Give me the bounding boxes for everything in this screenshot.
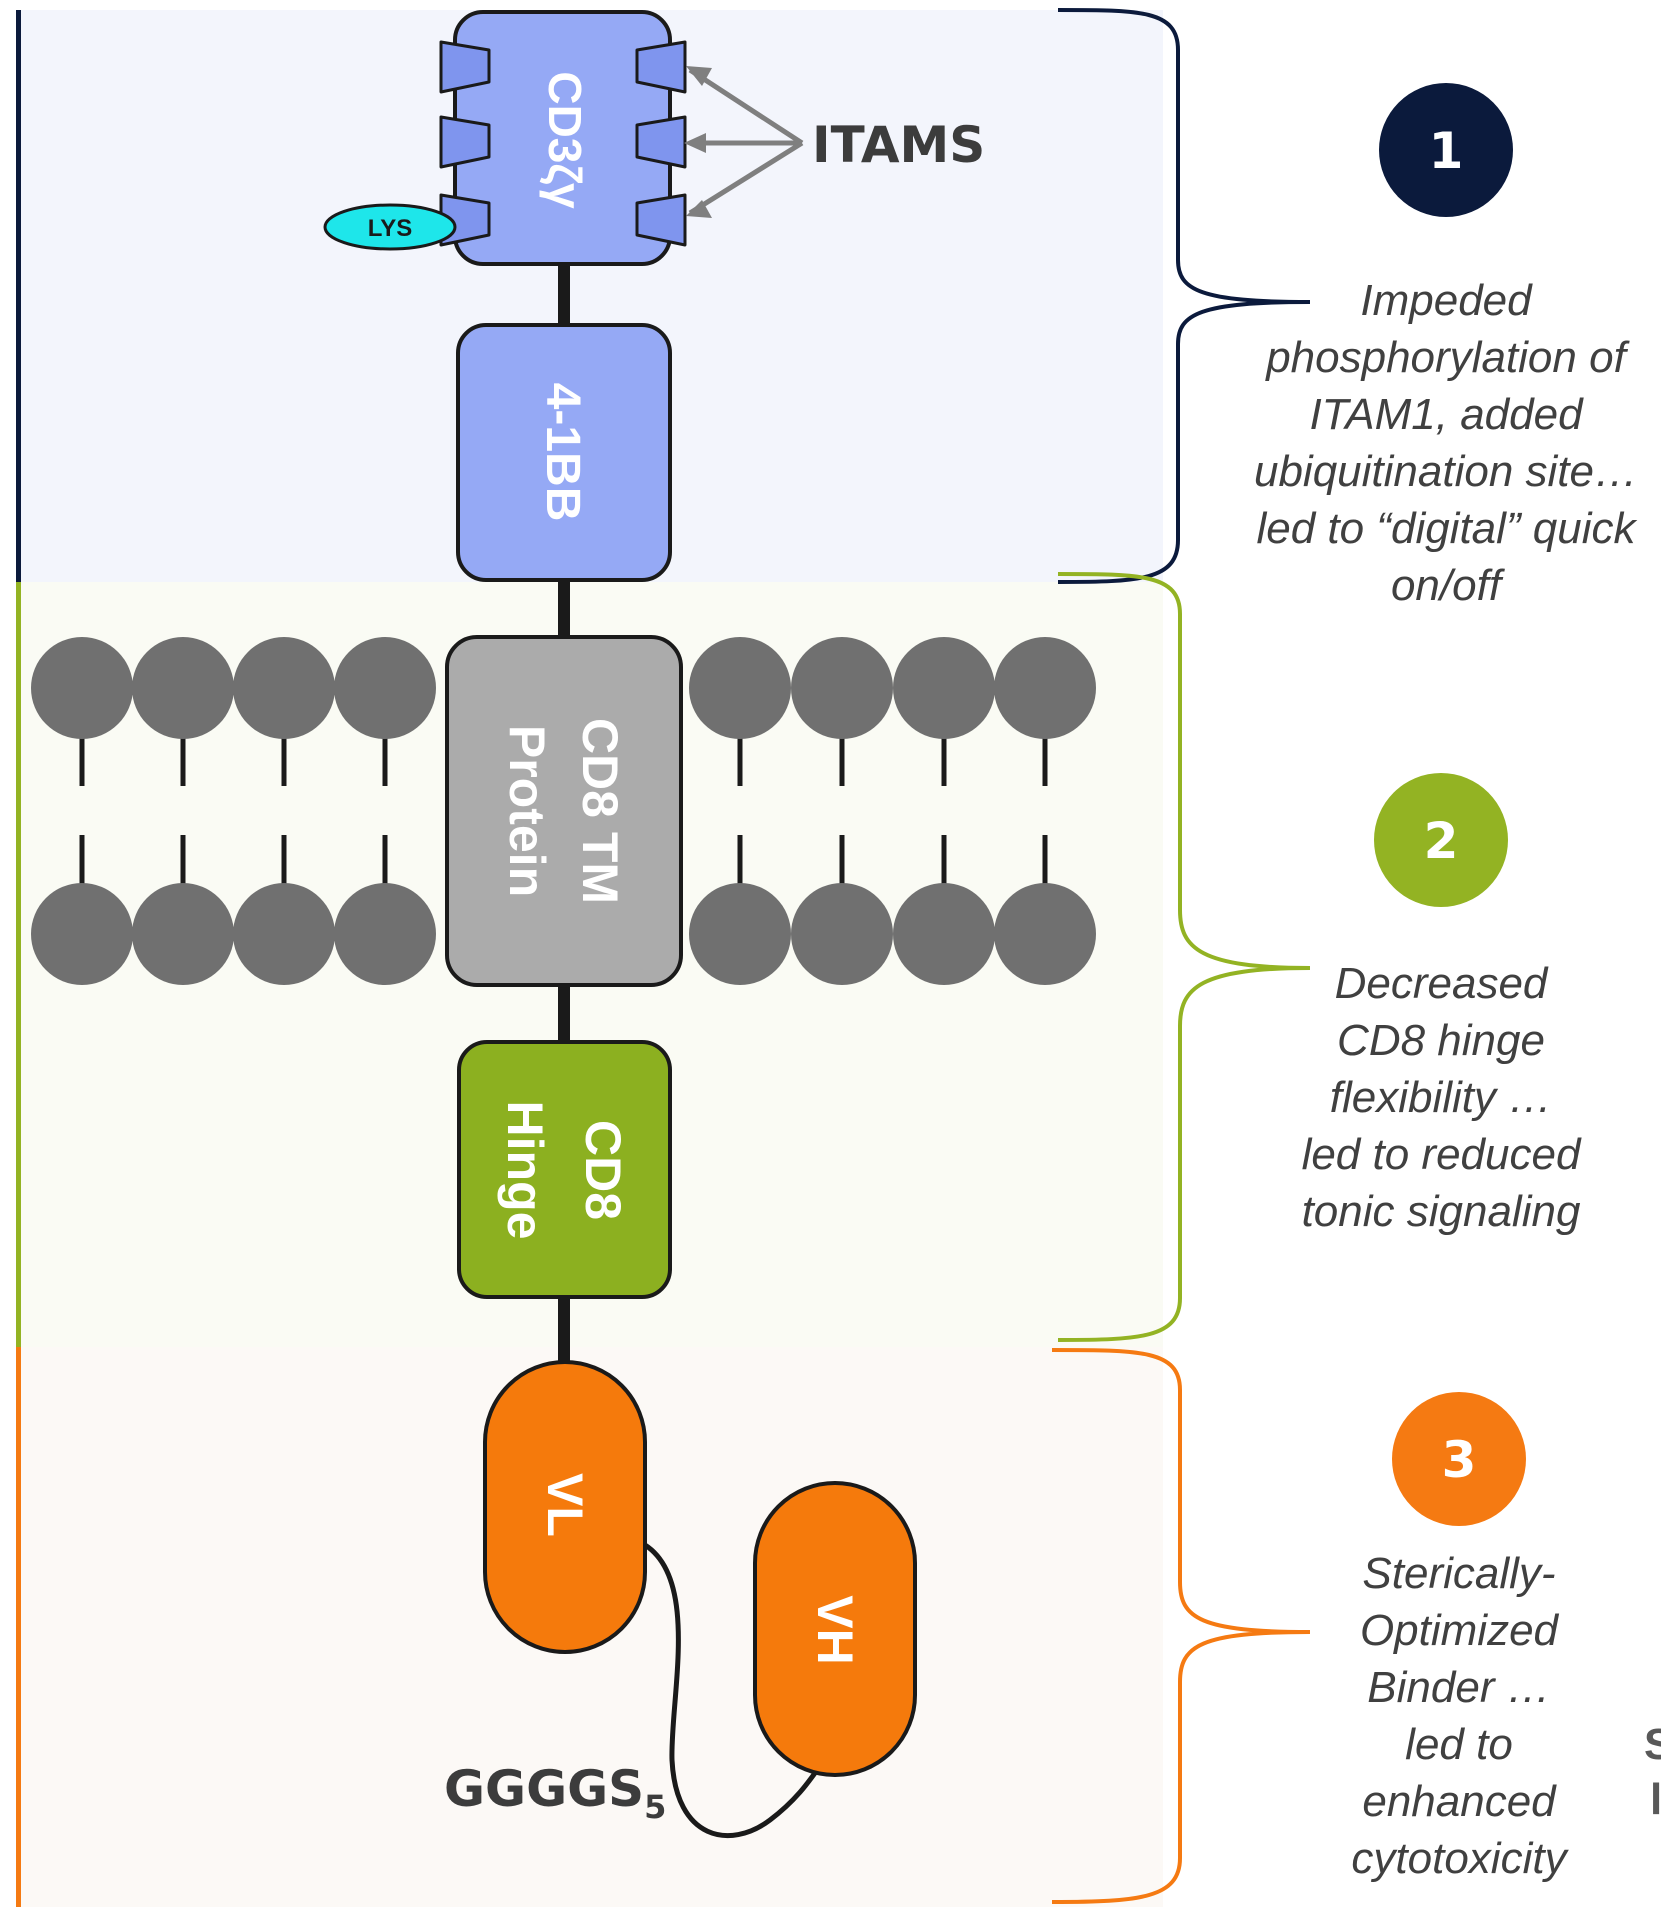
lys-site <box>323 203 457 251</box>
annotation-1-line-1: Impeded <box>1360 276 1532 325</box>
annotation-2-line-2: CD8 hinge <box>1337 1016 1545 1065</box>
cd8-hinge-label-line2: Hinge <box>497 1101 553 1240</box>
annotation-2-line-4: led to reduced <box>1301 1130 1581 1179</box>
itams-label: ITAMS <box>812 116 985 174</box>
linker-label: GGGGS5 <box>444 1760 666 1826</box>
ggggs-linker <box>643 1542 832 1838</box>
cd8-hinge-label-line1: CD8 <box>575 1120 631 1220</box>
annotation-text-3: Sterically- Optimized Binder … led to en… <box>1304 1545 1614 1887</box>
brace-transmembrane <box>1057 572 1311 1342</box>
itam-notches-left <box>439 40 491 247</box>
brace-binder <box>1051 1348 1311 1904</box>
cd3z-label: CD3ζγ <box>539 71 591 209</box>
itams-arrows <box>684 66 804 218</box>
annotation-number-2: 2 <box>1424 812 1459 870</box>
cd8-tm-domain <box>445 635 683 987</box>
linker-label-subscript: 5 <box>644 1788 666 1826</box>
lipid-bilayer-right <box>689 637 1096 985</box>
annotation-1-line-4: ubiquitination site… <box>1253 447 1638 496</box>
annotation-1-line-2: phosphorylation of <box>1266 333 1626 382</box>
annotation-3-line-2: Optimized <box>1359 1606 1559 1655</box>
annotation-number-1: 1 <box>1429 122 1464 180</box>
annotation-number-3: 3 <box>1442 1431 1477 1489</box>
cd8-hinge-domain <box>457 1040 672 1299</box>
cd8-tm-label-line2: Protein <box>499 725 555 897</box>
linker-label-main: GGGGS <box>444 1760 644 1818</box>
annotation-3-line-1: Sterically- <box>1362 1549 1556 1598</box>
vl-domain <box>483 1360 647 1654</box>
annotation-3-line-5: enhanced <box>1362 1777 1556 1826</box>
annotation-badge-3: 3 <box>1392 1392 1526 1526</box>
annotation-badge-1: 1 <box>1379 83 1513 217</box>
costim-4-1bb-label: 4-1BB <box>536 383 589 522</box>
transmembrane-region-bar <box>16 582 21 1347</box>
cd8-tm-label-line1: CD8 TM <box>572 718 628 904</box>
annotation-3-line-3: Binder … <box>1367 1663 1551 1712</box>
brace-signaling <box>1057 8 1311 584</box>
annotation-3-line-6: cytotoxicity <box>1351 1834 1567 1883</box>
vh-label: VH <box>807 1595 863 1664</box>
lys-label: LYS <box>368 215 412 242</box>
annotation-1-line-6: on/off <box>1390 561 1502 610</box>
annotation-2-line-5: tonic signaling <box>1301 1187 1581 1236</box>
vh-domain <box>753 1481 917 1777</box>
annotation-2-line-3: flexibility … <box>1329 1073 1553 1122</box>
clipped-text-line-1: S <box>1644 1720 1661 1769</box>
itam-notches-right <box>635 40 687 247</box>
lipid-bilayer-left <box>31 637 436 985</box>
costim-4-1bb-domain <box>456 323 672 582</box>
vl-label: VL <box>537 1473 593 1537</box>
annotation-text-1: Impeded phosphorylation of ITAM1, added … <box>1231 272 1661 614</box>
binder-region-bar <box>16 1347 21 1907</box>
annotation-2-line-1: Decreased <box>1334 959 1548 1008</box>
annotation-badge-2: 2 <box>1374 773 1508 907</box>
annotation-1-line-5: led to “digital” quick <box>1256 504 1636 553</box>
annotation-3-line-4: led to <box>1405 1720 1513 1769</box>
clipped-text-line-2: l <box>1650 1775 1661 1824</box>
annotation-1-line-3: ITAM1, added <box>1309 390 1583 439</box>
signaling-region-bar <box>16 10 21 582</box>
annotation-text-2: Decreased CD8 hinge flexibility … led to… <box>1281 955 1601 1240</box>
